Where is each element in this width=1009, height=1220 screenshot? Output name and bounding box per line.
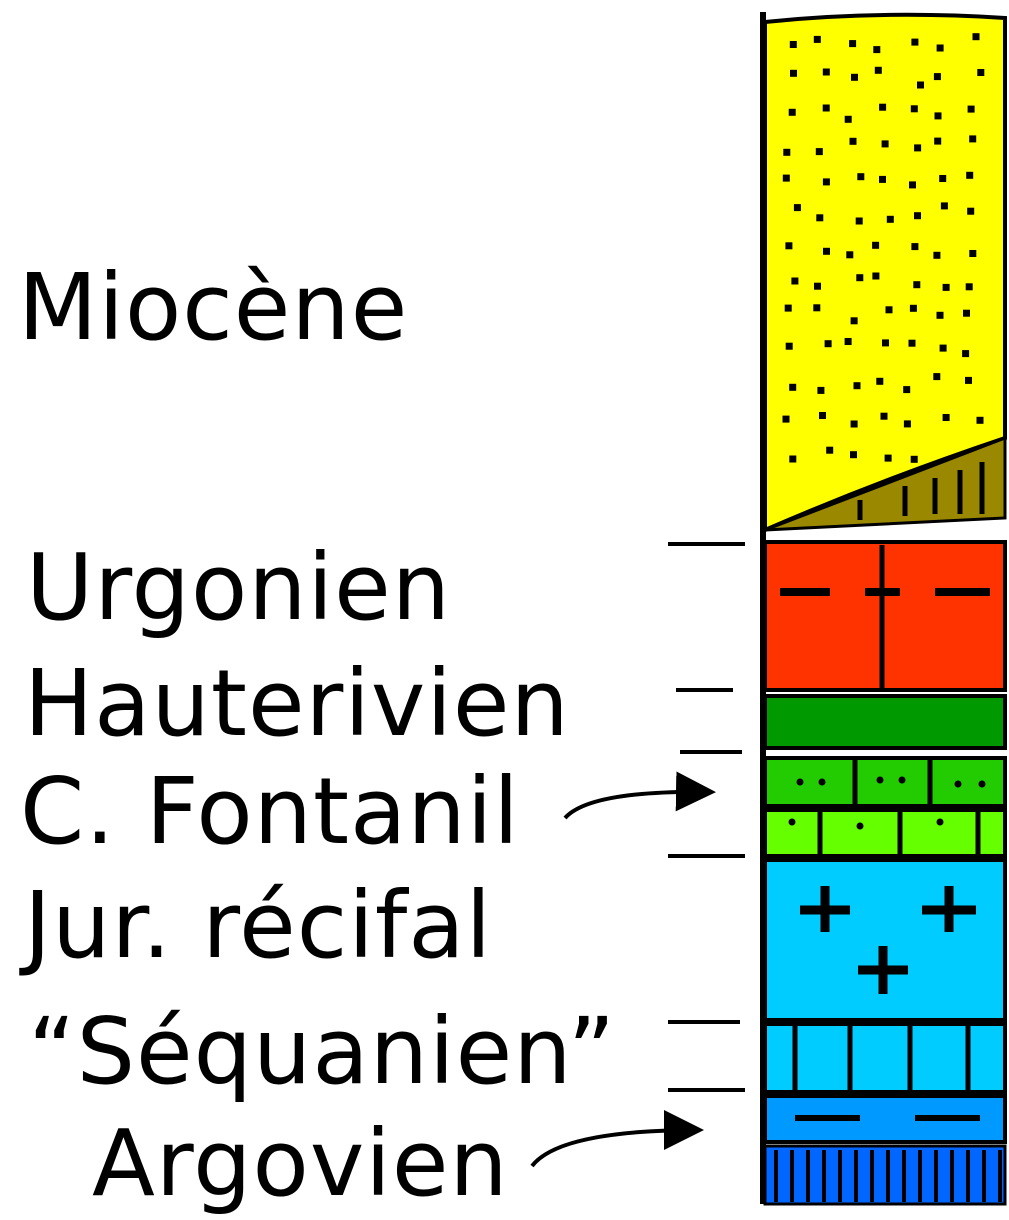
label-miocene: Miocène	[18, 254, 409, 361]
fontanil-dots	[788, 776, 986, 830]
label-jur-recifal: Jur. récifal	[24, 872, 493, 979]
label-fontanil: C. Fontanil	[20, 758, 520, 865]
label-hauterivien: Hauterivien	[24, 650, 570, 757]
sand-dots-pattern	[782, 33, 985, 463]
argovien-marl-ticks	[774, 1150, 1002, 1202]
wedge-hatch	[857, 462, 985, 520]
urgonien-symbols	[780, 545, 990, 688]
reef-cross-symbols	[800, 886, 976, 994]
label-urgonien: Urgonien	[26, 534, 452, 641]
urgonien-layer	[763, 540, 1007, 692]
boundary-ticks	[668, 542, 745, 1092]
fontanil-upper-layer	[763, 756, 1007, 808]
hauterivien-layer	[763, 694, 1007, 750]
argovien-lower-layer	[763, 1144, 1007, 1206]
arrow-argovien	[530, 1110, 704, 1168]
arrow-fontanil	[563, 771, 716, 820]
label-sequanien: “Séquanien”	[28, 998, 617, 1105]
fontanil-lower-layer	[763, 808, 1007, 858]
jur-recifal-layer	[763, 858, 1007, 1022]
sequanien-blocks	[792, 1024, 971, 1092]
unconformity-wedge	[764, 435, 1007, 532]
label-argovien: Argovien	[92, 1110, 509, 1217]
